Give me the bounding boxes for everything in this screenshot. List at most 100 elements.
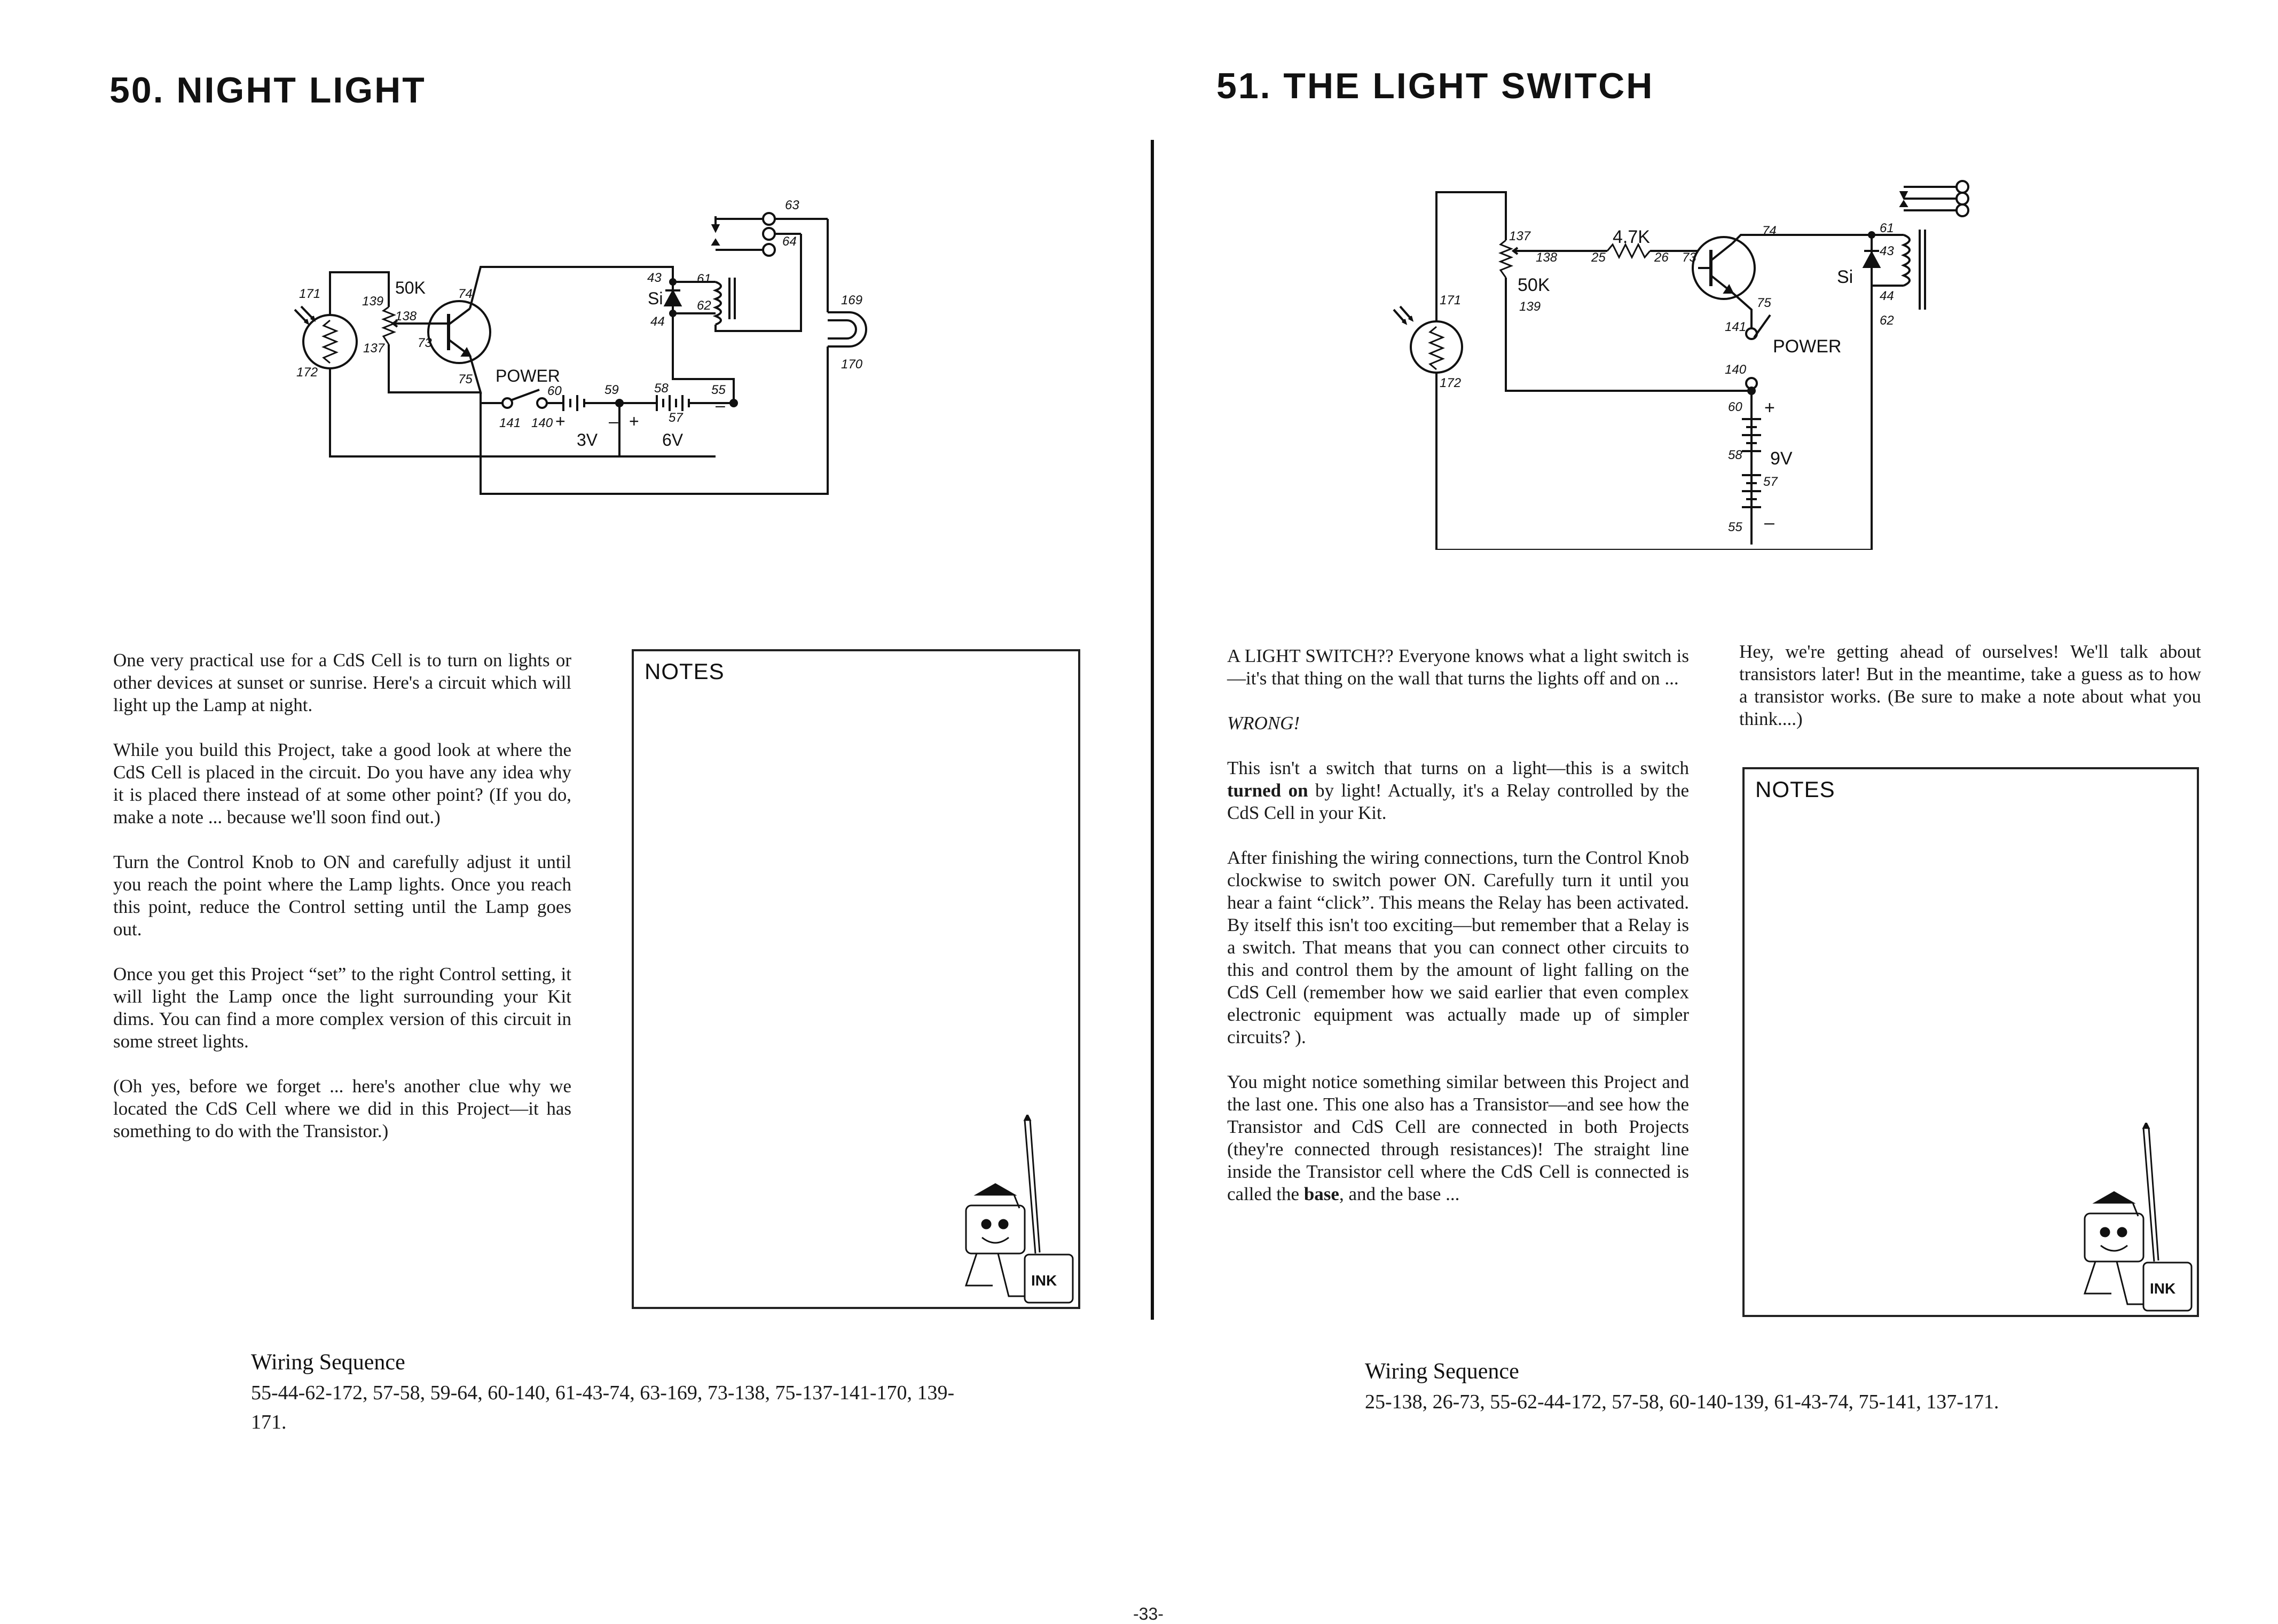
svg-text:44: 44: [650, 314, 665, 329]
svg-text:139: 139: [1519, 299, 1541, 314]
paragraph: After finishing the wiring connections, …: [1227, 847, 1689, 1047]
svg-text:140: 140: [531, 416, 553, 430]
svg-text:57: 57: [1763, 475, 1778, 489]
ink-mascot-icon: INK: [945, 1113, 1078, 1307]
notes-box-left: NOTES INK: [632, 649, 1080, 1309]
svg-text:61: 61: [697, 272, 711, 286]
svg-text:62: 62: [697, 298, 711, 313]
light-arrow-icon: [1393, 305, 1414, 325]
svg-text:+: +: [1764, 398, 1775, 418]
svg-text:25: 25: [1591, 250, 1606, 265]
relay-coil-icon: [712, 246, 802, 332]
svg-text:73: 73: [1682, 250, 1696, 265]
night-light-schematic: 171 172 139 138 137 74 73 75 43 44 61 62…: [288, 192, 897, 510]
svg-text:60: 60: [547, 384, 562, 398]
relay-contacts-icon: [711, 212, 828, 257]
cds-cell-icon: [302, 314, 358, 369]
svg-text:73: 73: [418, 336, 432, 350]
svg-text:138: 138: [1536, 250, 1558, 265]
svg-text:55: 55: [711, 383, 726, 397]
svg-text:139: 139: [362, 294, 383, 309]
paragraph: (Oh yes, before we forget ... here's ano…: [113, 1076, 571, 1141]
svg-text:26: 26: [1654, 250, 1669, 265]
power-switch-icon: [501, 389, 548, 409]
svg-text:POWER: POWER: [496, 366, 560, 385]
wiring-steps: 25-138, 26-73, 55-62-44-172, 57-58, 60-1…: [1365, 1391, 1999, 1413]
svg-text:63: 63: [785, 198, 799, 212]
battery-3v-icon: [562, 395, 585, 411]
svg-text:58: 58: [654, 381, 669, 396]
paragraph: Hey, we're getting ahead of ourselves! W…: [1739, 641, 2201, 729]
svg-text:137: 137: [363, 341, 386, 356]
svg-text:POWER: POWER: [1773, 336, 1841, 357]
wiring-sequence-left: Wiring Sequence 55-44-62-172, 57-58, 59-…: [251, 1350, 988, 1437]
svg-text:Si: Si: [1837, 267, 1853, 287]
paragraph-wrong: WRONG!: [1227, 713, 1300, 734]
notes-label: NOTES: [1755, 777, 1835, 802]
svg-text:9V: 9V: [1770, 448, 1793, 469]
wiring-title: Wiring Sequence: [1365, 1359, 1519, 1384]
relay-coil-icon: [1900, 230, 1926, 310]
svg-text:172: 172: [296, 365, 318, 380]
svg-text:43: 43: [1880, 244, 1894, 258]
diode-icon: [1862, 231, 1881, 268]
svg-text:141: 141: [499, 416, 521, 430]
svg-text:61: 61: [1880, 221, 1894, 235]
svg-text:62: 62: [1880, 313, 1894, 328]
night-light-body-text: One very practical use for a CdS Cell is…: [113, 649, 571, 1165]
svg-text:50K: 50K: [395, 278, 426, 297]
svg-text:–: –: [609, 412, 618, 431]
svg-text:50K: 50K: [1518, 275, 1550, 295]
ink-mascot-icon: INK: [2063, 1121, 2197, 1315]
notes-box-right: NOTES INK: [1742, 767, 2199, 1317]
svg-text:171: 171: [299, 287, 320, 301]
wiring-title: Wiring Sequence: [251, 1350, 405, 1375]
svg-text:171: 171: [1440, 293, 1461, 308]
svg-text:60: 60: [1728, 400, 1742, 414]
light-switch-schematic: 137 138 25 26 73 74 139 171 172 75 141 1…: [1378, 176, 2008, 553]
svg-text:141: 141: [1725, 320, 1746, 334]
project-50-title: 50. NIGHT LIGHT: [109, 70, 426, 111]
page-divider: [1151, 140, 1154, 1320]
svg-text:–: –: [1764, 513, 1774, 533]
paragraph: A LIGHT SWITCH?? Everyone knows what a l…: [1227, 645, 1689, 689]
paragraph: This isn't a switch that turns on a ligh…: [1227, 758, 1689, 823]
relay-contacts-icon: [1899, 180, 1969, 217]
svg-text:137: 137: [1509, 229, 1531, 243]
diode-icon: [663, 278, 682, 323]
svg-text:75: 75: [1757, 296, 1771, 310]
svg-text:–: –: [716, 396, 725, 415]
notes-label: NOTES: [645, 659, 725, 684]
svg-text:140: 140: [1725, 362, 1747, 377]
svg-text:Si: Si: [648, 289, 663, 308]
svg-text:64: 64: [782, 234, 797, 249]
svg-text:58: 58: [1728, 448, 1742, 462]
wiring-sequence-right: Wiring Sequence 25-138, 26-73, 55-62-44-…: [1365, 1359, 2112, 1417]
paragraph: While you build this Project, take a goo…: [113, 739, 571, 827]
svg-text:INK: INK: [2150, 1280, 2175, 1297]
paragraph: Turn the Control Knob to ON and carefull…: [113, 852, 571, 940]
svg-text:INK: INK: [1031, 1272, 1057, 1289]
light-switch-side-text: Hey, we're getting ahead of ourselves! W…: [1739, 641, 2201, 753]
transistor-icon: [1692, 236, 1756, 300]
transistor-icon: [427, 300, 491, 364]
paragraph: Once you get this Project “set” to the r…: [113, 964, 571, 1052]
cds-cell-icon: [1410, 320, 1463, 374]
lamp-icon: [480, 219, 867, 495]
svg-text:74: 74: [458, 287, 473, 301]
potentiometer-icon: [1498, 239, 1521, 278]
paragraph: One very practical use for a CdS Cell is…: [113, 650, 571, 715]
light-switch-body-text: A LIGHT SWITCH?? Everyone knows what a l…: [1227, 645, 1689, 1228]
resistor-icon: [1606, 242, 1651, 259]
svg-text:169: 169: [841, 293, 862, 308]
svg-text:59: 59: [604, 383, 619, 397]
svg-text:+: +: [629, 412, 639, 431]
svg-text:3V: 3V: [577, 430, 598, 450]
svg-text:74: 74: [1762, 224, 1777, 238]
power-switch-icon: [1745, 314, 1771, 390]
svg-text:57: 57: [669, 411, 684, 425]
potentiometer-icon: [381, 306, 403, 345]
page-number: -33-: [1133, 1604, 1164, 1623]
battery-9v-icon: [1742, 411, 1761, 545]
svg-text:172: 172: [1440, 376, 1461, 390]
